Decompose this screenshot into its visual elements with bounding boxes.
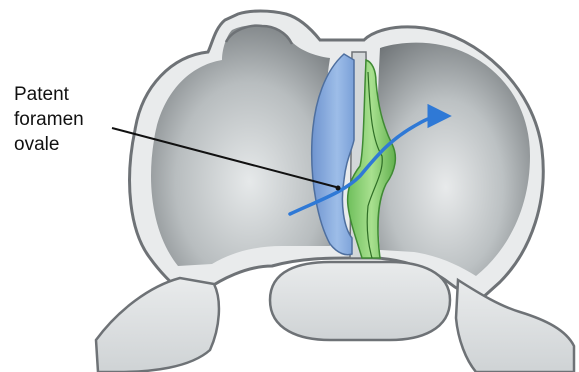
right-vessel (456, 280, 574, 372)
annotation-label-line-3: ovale (14, 133, 59, 157)
annotation-label-line-1: Patent (14, 83, 69, 107)
foramen-ovale-marker (336, 186, 341, 191)
annotation-label-line-2: foramen (14, 108, 84, 132)
atrioventricular-base (270, 262, 450, 340)
left-vessel (96, 278, 219, 372)
